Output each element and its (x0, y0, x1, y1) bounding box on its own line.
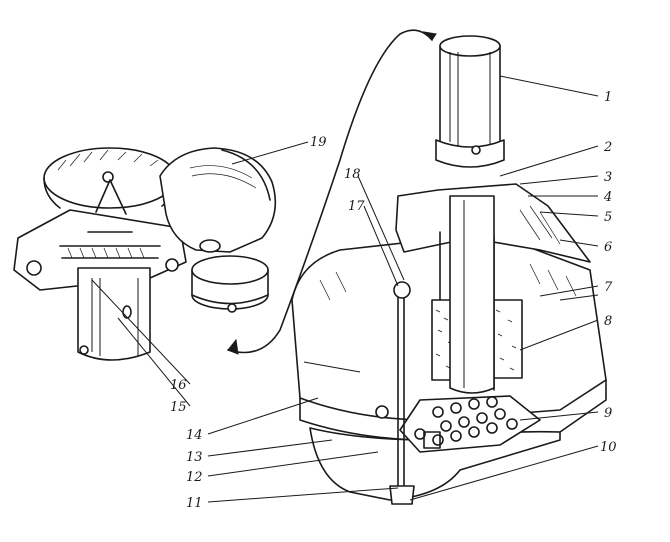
left-assembly (13, 147, 277, 361)
left-cylinder-body (77, 267, 151, 361)
callout-9: 9 (604, 406, 612, 421)
callout-16: 16 (170, 378, 187, 393)
right-assembly (291, 35, 607, 505)
intake-clamp-bolt (199, 239, 221, 253)
left-center-nut (102, 171, 114, 183)
callout-18: 18 (344, 167, 361, 182)
housing-bolt (375, 405, 389, 419)
filter-packing-right (489, 299, 523, 379)
callout-13: 13 (186, 450, 203, 465)
callout-17: 17 (348, 199, 365, 214)
callout-2: 2 (603, 140, 612, 155)
intake-elbow-housing (159, 147, 277, 253)
callout-1: 1 (604, 90, 612, 105)
left-flange-bolt-2 (165, 258, 179, 272)
callout-14: 14 (186, 428, 203, 443)
callout-7: 7 (604, 280, 613, 295)
callout-leaders (91, 75, 599, 503)
callout-6: 6 (604, 240, 612, 255)
callout-5: 5 (604, 210, 612, 225)
callout-12: 12 (186, 470, 203, 485)
flow-arrow (227, 29, 437, 355)
inlet-pipe (439, 45, 501, 149)
pipe-clamp-ring (435, 139, 505, 168)
callout-15: 15 (170, 400, 187, 415)
drain-plug (389, 485, 415, 505)
central-tube (449, 195, 495, 394)
left-cylinder-port (122, 305, 132, 319)
left-cylinder-plug (79, 345, 89, 355)
callout-10: 10 (600, 440, 617, 455)
callout-3: 3 (604, 170, 612, 185)
callout-11: 11 (186, 496, 203, 511)
left-flange-bolt (26, 260, 42, 276)
callout-19: 19 (310, 135, 327, 150)
callout-labels: 1 2 3 4 5 6 7 8 9 10 11 12 13 14 15 16 1… (170, 90, 617, 511)
callout-4: 4 (603, 190, 612, 205)
rod-nut (393, 281, 411, 299)
callout-8: 8 (604, 314, 612, 329)
